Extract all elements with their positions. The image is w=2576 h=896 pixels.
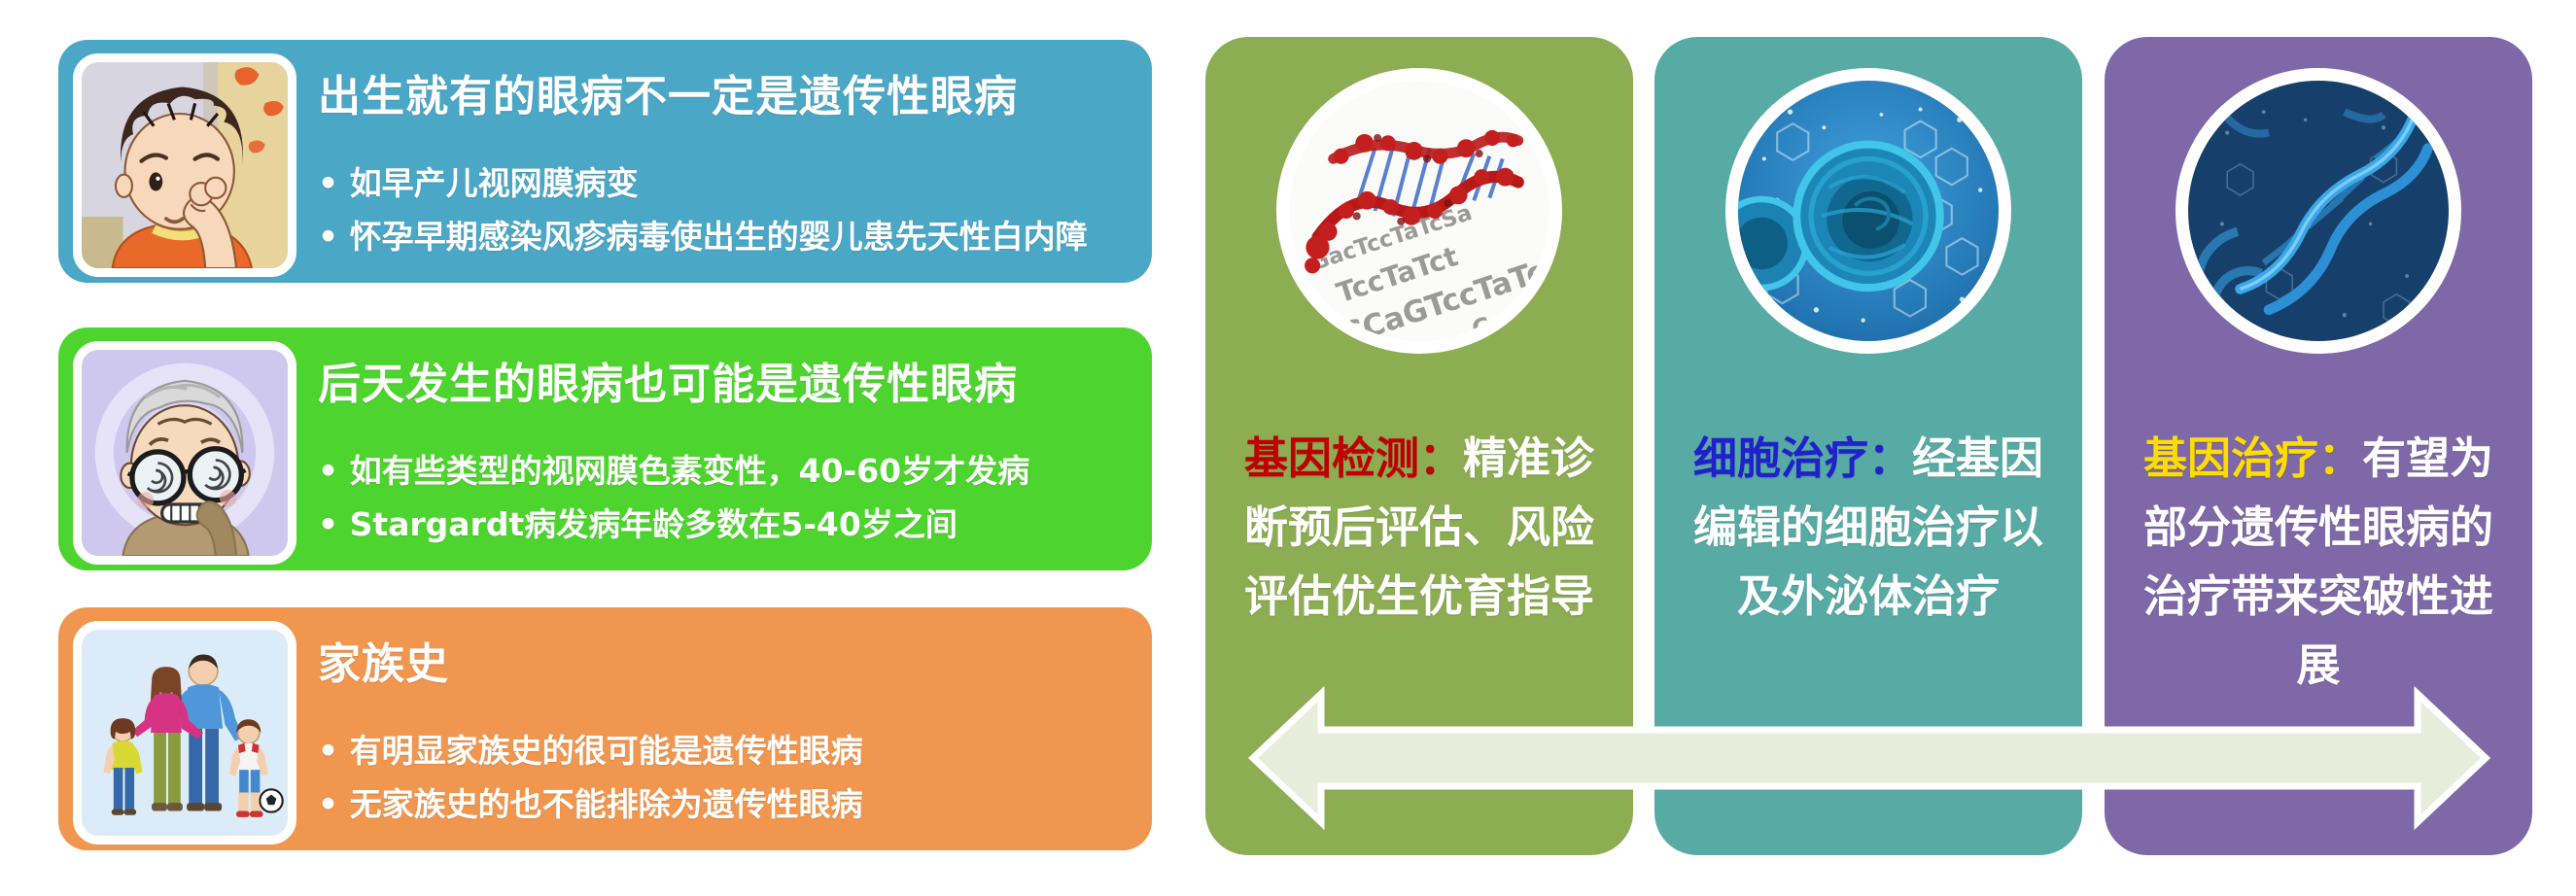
panel-cell-therapy: 细胞治疗：经基因编辑的细胞治疗以及外泌体治疗 [1654,37,2082,855]
card-bullet: 如有些类型的视网膜色素变性，40-60岁才发病 [318,444,1030,498]
panel-text: 细胞治疗：经基因编辑的细胞治疗以及外泌体治疗 [1682,424,2055,631]
card-congenital-eye-disease: 出生就有的眼病不一定是遗传性眼病 如早产儿视网膜病变 怀孕早期感染风疹病毒使出生… [58,40,1152,283]
card-body: 家族史 有明显家族史的很可能是遗传性眼病 无家族史的也不能排除为遗传性眼病 [296,607,887,850]
card-bullet: Stargardt病发病年龄多数在5-40岁之间 [318,498,1029,551]
card-bullet: 如早产儿视网膜病变 [318,156,1088,210]
panel-body-text: 精准诊断预后评估、风险评估优生优育指导 [1243,432,1595,623]
card-bullets: 如早产儿视网膜病变 怀孕早期感染风疹病毒使出生的婴儿患先天性白内障 [318,156,1088,263]
panel-text: 基因治疗：有望为部分遗传性眼病的治疗带来突破性进展 [2132,424,2505,700]
card-bullet: 有明显家族史的很可能是遗传性眼病 [318,724,863,777]
arrow-shape [1247,686,2491,830]
card-title: 出生就有的眼病不一定是遗传性眼病 [318,72,1018,121]
elderly-man-glasses-illustration [73,341,296,565]
cell-photo [1725,68,2011,354]
dna-sequencing-photo: GacTccTaTcSa TccTaTct TCCaGTccTaTc Cccé [1276,68,1562,354]
panel-text: 基因检测：精准诊断预后评估、风险评估优生优育指导 [1233,424,1606,631]
card-family-history: 家族史 有明显家族史的很可能是遗传性眼病 无家族史的也不能排除为遗传性眼病 [58,607,1152,850]
card-bullet: 怀孕早期感染风疹病毒使出生的婴儿患先天性白内障 [318,210,1088,263]
card-title: 后天发生的眼病也可能是遗传性眼病 [318,360,1018,409]
family-illustration [73,621,296,844]
panel-heading: 基因检测： [1243,432,1463,484]
panel-heading: 基因治疗： [2142,432,2362,484]
panel-gene-therapy: 基因治疗：有望为部分遗传性眼病的治疗带来突破性进展 [2105,37,2532,855]
card-bullets: 有明显家族史的很可能是遗传性眼病 无家族史的也不能排除为遗传性眼病 [318,724,863,831]
card-bullets: 如有些类型的视网膜色素变性，40-60岁才发病 Stargardt病发病年龄多数… [318,444,1030,551]
panel-gene-testing: GacTccTaTcSa TccTaTct TCCaGTccTaTc Cccé [1205,37,1633,855]
card-body: 出生就有的眼病不一定是遗传性眼病 如早产儿视网膜病变 怀孕早期感染风疹病毒使出生… [296,40,1111,283]
card-acquired-eye-disease: 后天发生的眼病也可能是遗传性眼病 如有些类型的视网膜色素变性，40-60岁才发病… [58,327,1152,570]
card-body: 后天发生的眼病也可能是遗传性眼病 如有些类型的视网膜色素变性，40-60岁才发病… [296,327,1053,570]
child-rubbing-eye-illustration [73,53,296,277]
panel-body-text: 有望为部分遗传性眼病的治疗带来突破性进展 [2142,432,2494,692]
dna-helix-photo [2176,68,2461,354]
card-bullet: 无家族史的也不能排除为遗传性眼病 [318,777,863,831]
card-title: 家族史 [318,639,449,689]
double-headed-arrow [1247,686,2491,830]
panel-body-text: 经基因编辑的细胞治疗以及外泌体治疗 [1692,432,2044,623]
panel-heading: 细胞治疗： [1692,432,1912,484]
